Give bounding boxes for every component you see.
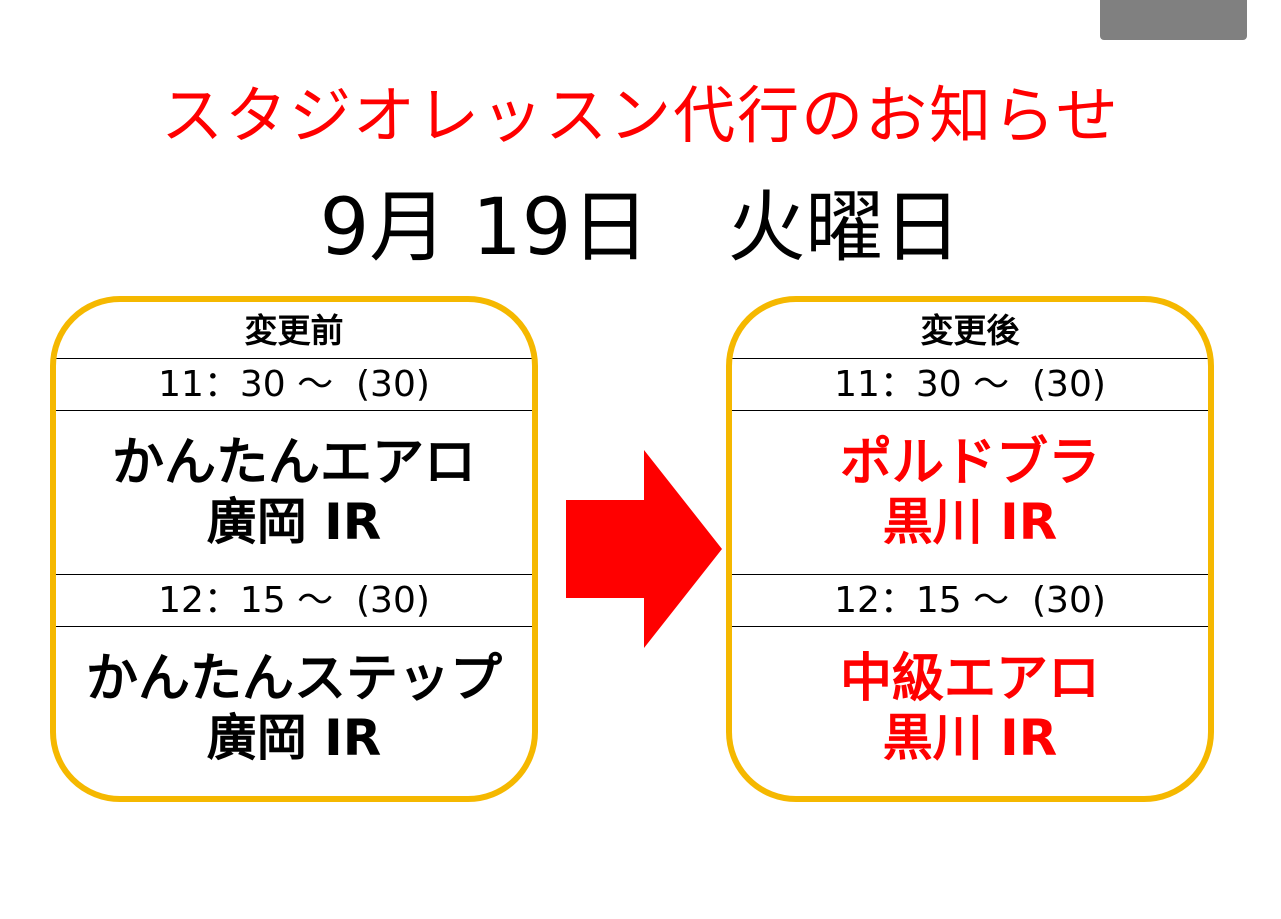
after-header: 変更後: [732, 302, 1208, 359]
before-slot-1-name: かんたんエアロ: [111, 433, 476, 493]
before-slot-2-place: 廣岡 IR: [206, 709, 382, 767]
after-panel: 変更後 11：30 ～ (30) ポルドブラ 黒川 IR 12：15 ～ (30…: [726, 296, 1214, 802]
page-title: スタジオレッスン代行のお知らせ: [161, 79, 1120, 152]
after-slot-2-time: 12：15 ～ (30): [732, 575, 1208, 627]
after-slot-1-class: ポルドブラ 黒川 IR: [732, 411, 1208, 575]
before-panel: 変更前 11：30 ～ (30) かんたんエアロ 廣岡 IR 12：15 ～ (…: [50, 296, 538, 802]
after-slot-2-class: 中級エアロ 黒川 IR: [732, 627, 1208, 791]
before-slot-1-place: 廣岡 IR: [206, 493, 382, 551]
top-tab[interactable]: [1100, 0, 1247, 40]
before-slot-2-class: かんたんステップ 廣岡 IR: [56, 627, 532, 791]
after-slot-1-place: 黒川 IR: [882, 493, 1058, 551]
after-slot-1-name: ポルドブラ: [839, 433, 1100, 493]
date-label: 9月 19日 火曜日: [319, 183, 962, 273]
right-arrow-icon: [566, 450, 722, 648]
before-slot-1-time: 11：30 ～ (30): [56, 359, 532, 411]
before-slot-2-time: 12：15 ～ (30): [56, 575, 532, 627]
after-slot-1-time: 11：30 ～ (30): [732, 359, 1208, 411]
before-header: 変更前: [56, 302, 532, 359]
before-slot-2-name: かんたんステップ: [85, 649, 502, 709]
after-slot-2-place: 黒川 IR: [882, 709, 1058, 767]
before-slot-1-class: かんたんエアロ 廣岡 IR: [56, 411, 532, 575]
after-slot-2-name: 中級エアロ: [839, 649, 1100, 709]
